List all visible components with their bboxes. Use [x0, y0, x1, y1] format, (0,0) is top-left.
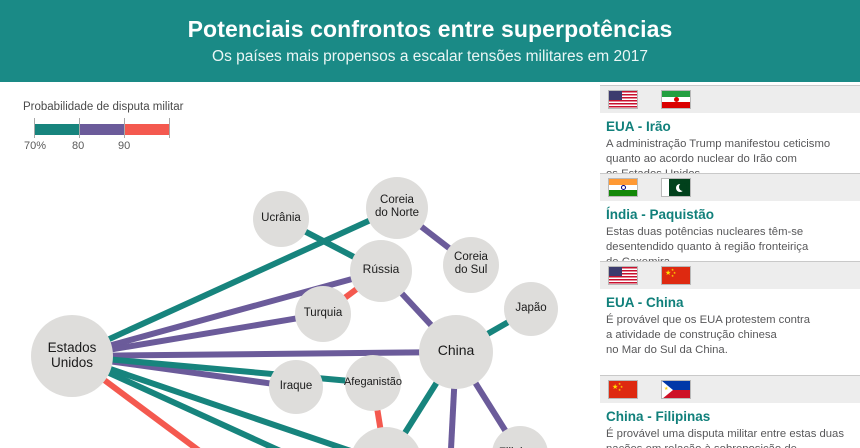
graph-edge-ucrania-russia [303, 228, 356, 260]
graph-node-afeganistao[interactable] [345, 355, 401, 411]
graph-edge-eua-india [107, 369, 281, 448]
legend-band-2 [124, 124, 169, 135]
legend-band-1 [79, 124, 124, 135]
legend-title: Probabilidade de disputa militar [23, 101, 184, 113]
graph-node-japao[interactable] [504, 282, 558, 336]
graph-edge-eua-china [111, 349, 421, 359]
graph-node-china[interactable] [419, 315, 493, 389]
legend-tick-label-0: 70% [24, 140, 47, 152]
card-title: China - Filipinas [606, 409, 711, 424]
card-flag-row [600, 173, 860, 201]
header-banner: Potenciais confrontos entre superpotênci… [0, 0, 860, 82]
conflict-card[interactable]: ★★★★ EUA - China É provável que os EUA pro… [600, 261, 860, 358]
graph-edge-china-japao [485, 319, 510, 337]
legend-band-0 [34, 124, 79, 135]
card-title: EUA - Irão [606, 119, 671, 134]
graph-node-russia[interactable] [350, 240, 412, 302]
legend-tick-labels: 70% 80 90 [22, 140, 187, 154]
graph-node-paquistao[interactable] [350, 427, 422, 448]
legend-color-scale [22, 118, 182, 138]
china-flag-icon: ★★★★ [608, 380, 638, 399]
graph-edge-eua-turquia [110, 315, 297, 353]
graph-edge-china-filipinas [472, 380, 509, 433]
card-body: EUA - China É provável que os EUA protest… [600, 289, 860, 358]
network-graph-svg [31, 177, 558, 448]
card-title: EUA - China [606, 295, 684, 310]
legend-tick-mark-1 [79, 118, 80, 138]
graph-node-coreia_s[interactable] [443, 237, 499, 293]
page-subtitle: Os países mais propensos a escalar tensõ… [212, 47, 648, 65]
card-flag-row: ★★★★★ [600, 375, 860, 403]
graph-node-ucrania[interactable] [253, 191, 309, 247]
pakistan-flag-icon [661, 178, 691, 197]
card-flag-row [600, 85, 860, 113]
legend-tick-label-2: 90 [118, 140, 131, 152]
card-flag-row: ★★★★ [600, 261, 860, 289]
page-title: Potenciais confrontos entre superpotênci… [187, 16, 673, 43]
legend-tick-mark-0 [34, 118, 35, 138]
graph-edge-russia-china [399, 290, 434, 328]
philippines-flag-icon: ★ [661, 380, 691, 399]
legend-tick-mark-3 [169, 118, 170, 138]
graph-node-eua[interactable] [31, 315, 113, 397]
iran-flag-icon [661, 90, 691, 109]
india-flag-icon [608, 178, 638, 197]
graph-node-turquia[interactable] [295, 286, 351, 342]
china-flag-icon: ★★★★ [661, 266, 691, 285]
header-divider [0, 82, 860, 85]
graph-node-filipinas[interactable] [492, 426, 548, 448]
legend: Probabilidade de disputa militar 70% 80 90 [22, 101, 187, 154]
graph-node-iraque[interactable] [269, 360, 323, 414]
legend-tick-mark-2 [124, 118, 125, 138]
graph-edge-eua-irao [102, 377, 201, 448]
card-body: China - Filipinas É provável uma disputa … [600, 403, 860, 448]
card-description: É provável uma disputa militar entre est… [606, 427, 844, 448]
graph-edge-eua-iraque [111, 358, 271, 387]
graph-edge-russia-turquia [342, 286, 359, 301]
usa-flag-icon [608, 266, 638, 285]
graph-edge-afeganistao-paquistao [374, 409, 384, 429]
graph-edge-china-india [448, 387, 458, 448]
graph-edge-coreia_n-coreia_s [418, 223, 452, 251]
graph-edge-eua-paquistao [108, 366, 352, 448]
usa-flag-icon [608, 90, 638, 109]
graph-edge-china-paquistao [402, 380, 440, 435]
card-title: Índia - Paquistão [606, 207, 715, 222]
card-description: É provável que os EUA protestem contra a… [606, 313, 811, 356]
legend-tick-label-1: 80 [72, 140, 85, 152]
graph-node-coreia_n[interactable] [366, 177, 428, 239]
